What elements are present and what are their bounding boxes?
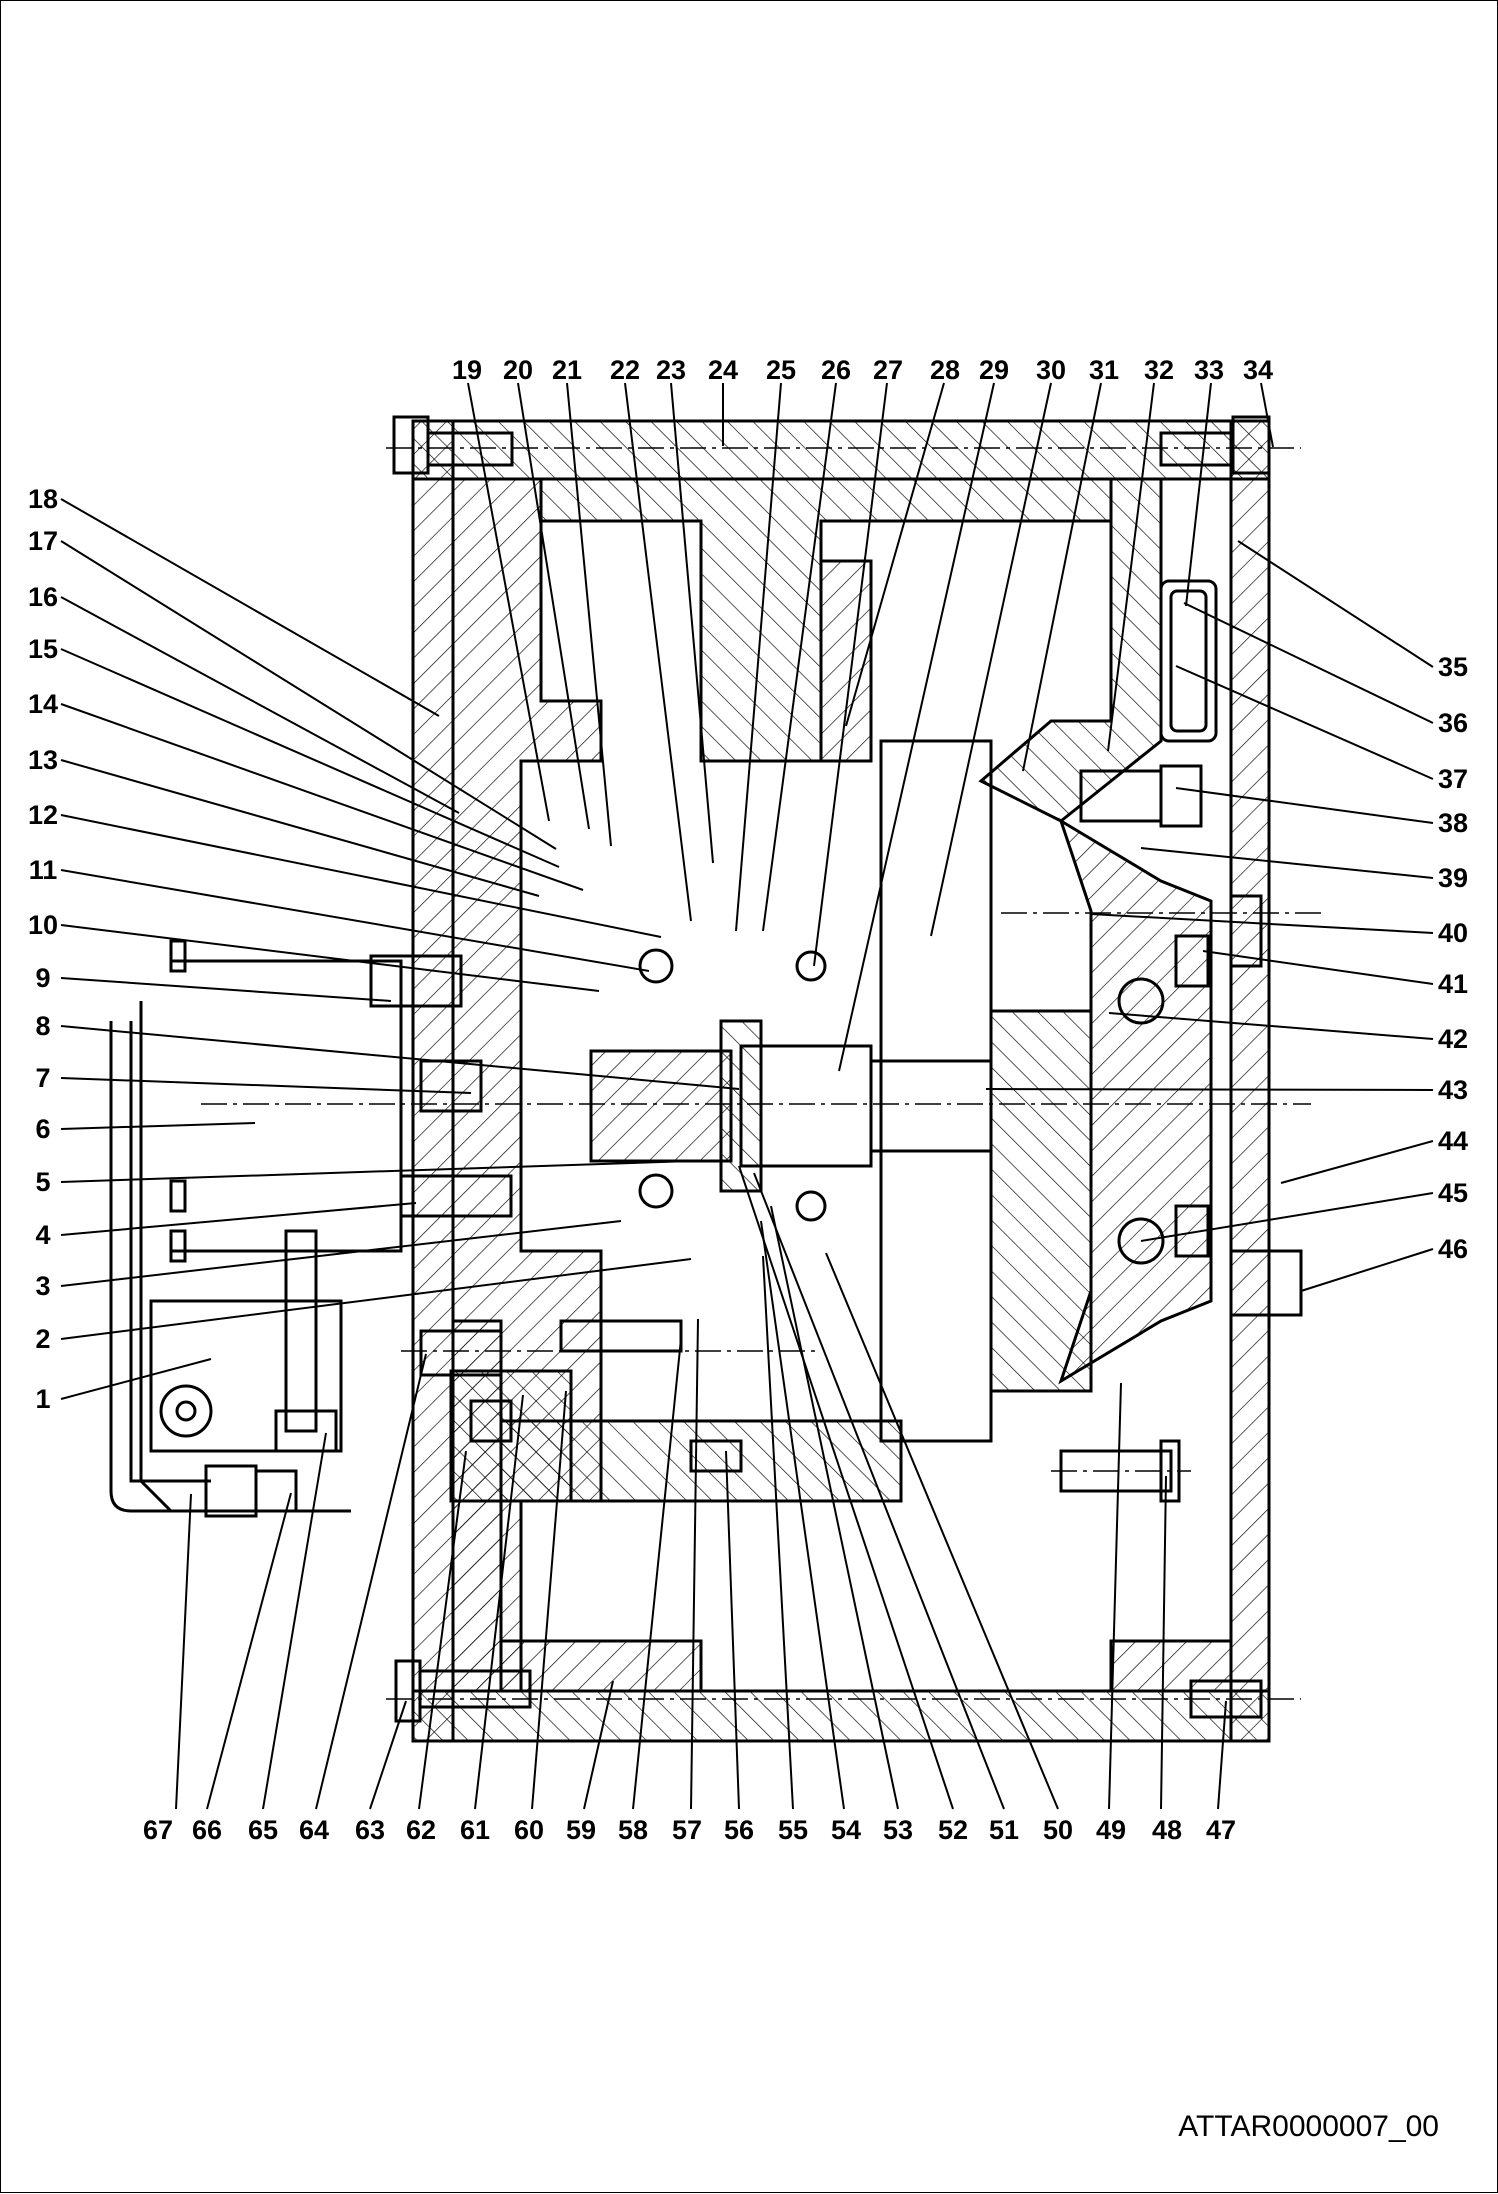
callout-23: 23 bbox=[656, 355, 686, 385]
callout-11: 11 bbox=[29, 855, 58, 885]
callout-13: 13 bbox=[28, 745, 58, 775]
callout-57: 57 bbox=[672, 1815, 702, 1845]
callout-2: 2 bbox=[35, 1324, 50, 1354]
callout-49: 49 bbox=[1096, 1815, 1126, 1845]
right-callout-numbers: 35 36 37 38 39 40 41 42 43 44 45 46 bbox=[1438, 652, 1468, 1264]
callout-40: 40 bbox=[1438, 918, 1468, 948]
callout-35: 35 bbox=[1438, 652, 1468, 682]
callout-52: 52 bbox=[938, 1815, 968, 1845]
callout-56: 56 bbox=[724, 1815, 754, 1845]
callout-43: 43 bbox=[1438, 1075, 1468, 1105]
callout-32: 32 bbox=[1144, 355, 1174, 385]
callout-22: 22 bbox=[610, 355, 640, 385]
callout-67: 67 bbox=[143, 1815, 173, 1845]
callout-63: 63 bbox=[355, 1815, 385, 1845]
left-callout-numbers: 18 17 16 15 14 13 12 11 10 9 8 7 6 5 4 3… bbox=[28, 484, 58, 1414]
callout-64: 64 bbox=[299, 1815, 329, 1845]
callout-53: 53 bbox=[883, 1815, 913, 1845]
callout-5: 5 bbox=[35, 1167, 50, 1197]
callout-58: 58 bbox=[618, 1815, 648, 1845]
callout-15: 15 bbox=[28, 634, 58, 664]
callout-28: 28 bbox=[930, 355, 960, 385]
callout-9: 9 bbox=[35, 963, 50, 993]
callout-1: 1 bbox=[35, 1384, 50, 1414]
callout-42: 42 bbox=[1438, 1024, 1468, 1054]
callout-65: 65 bbox=[248, 1815, 278, 1845]
callout-55: 55 bbox=[778, 1815, 808, 1845]
bottom-callout-numbers: 67 66 65 64 63 62 61 60 59 58 57 56 55 5… bbox=[143, 1815, 1236, 1845]
callout-50: 50 bbox=[1043, 1815, 1073, 1845]
callout-34: 34 bbox=[1243, 355, 1273, 385]
callout-20: 20 bbox=[503, 355, 533, 385]
callout-24: 24 bbox=[708, 355, 738, 385]
callout-39: 39 bbox=[1438, 863, 1468, 893]
callout-27: 27 bbox=[873, 355, 903, 385]
callout-21: 21 bbox=[552, 355, 582, 385]
callout-38: 38 bbox=[1438, 808, 1468, 838]
callout-7: 7 bbox=[35, 1063, 50, 1093]
callout-12: 12 bbox=[28, 800, 58, 830]
callout-14: 14 bbox=[28, 689, 58, 719]
top-callout-numbers: 19 20 21 22 23 24 25 26 27 28 29 30 31 3… bbox=[452, 355, 1273, 385]
callout-16: 16 bbox=[28, 582, 58, 612]
callout-25: 25 bbox=[766, 355, 796, 385]
callout-3: 3 bbox=[35, 1271, 50, 1301]
callout-36: 36 bbox=[1438, 708, 1468, 738]
callout-46: 46 bbox=[1438, 1234, 1468, 1264]
gearbox-section bbox=[109, 415, 1321, 1743]
callout-48: 48 bbox=[1152, 1815, 1182, 1845]
callout-66: 66 bbox=[192, 1815, 222, 1845]
callout-4: 4 bbox=[35, 1220, 50, 1250]
callout-26: 26 bbox=[821, 355, 851, 385]
callout-47: 47 bbox=[1206, 1815, 1236, 1845]
callout-62: 62 bbox=[406, 1815, 436, 1845]
callout-33: 33 bbox=[1194, 355, 1224, 385]
callout-54: 54 bbox=[831, 1815, 861, 1845]
callout-6: 6 bbox=[35, 1114, 50, 1144]
callout-18: 18 bbox=[28, 484, 58, 514]
callout-leader-lines bbox=[60, 382, 1434, 1810]
callout-37: 37 bbox=[1438, 764, 1468, 794]
drawing-reference-code: ATTAR0000007_00 bbox=[1178, 2110, 1439, 2143]
callout-19: 19 bbox=[452, 355, 482, 385]
callout-45: 45 bbox=[1438, 1178, 1468, 1208]
callout-41: 41 bbox=[1438, 969, 1468, 999]
callout-10: 10 bbox=[28, 910, 58, 940]
callout-8: 8 bbox=[35, 1011, 50, 1041]
callout-60: 60 bbox=[514, 1815, 544, 1845]
callout-30: 30 bbox=[1036, 355, 1066, 385]
callout-31: 31 bbox=[1089, 355, 1119, 385]
callout-61: 61 bbox=[460, 1815, 490, 1845]
callout-51: 51 bbox=[989, 1815, 1019, 1845]
callout-59: 59 bbox=[566, 1815, 596, 1845]
callout-17: 17 bbox=[28, 526, 58, 556]
callout-44: 44 bbox=[1438, 1126, 1468, 1156]
callout-29: 29 bbox=[979, 355, 1009, 385]
